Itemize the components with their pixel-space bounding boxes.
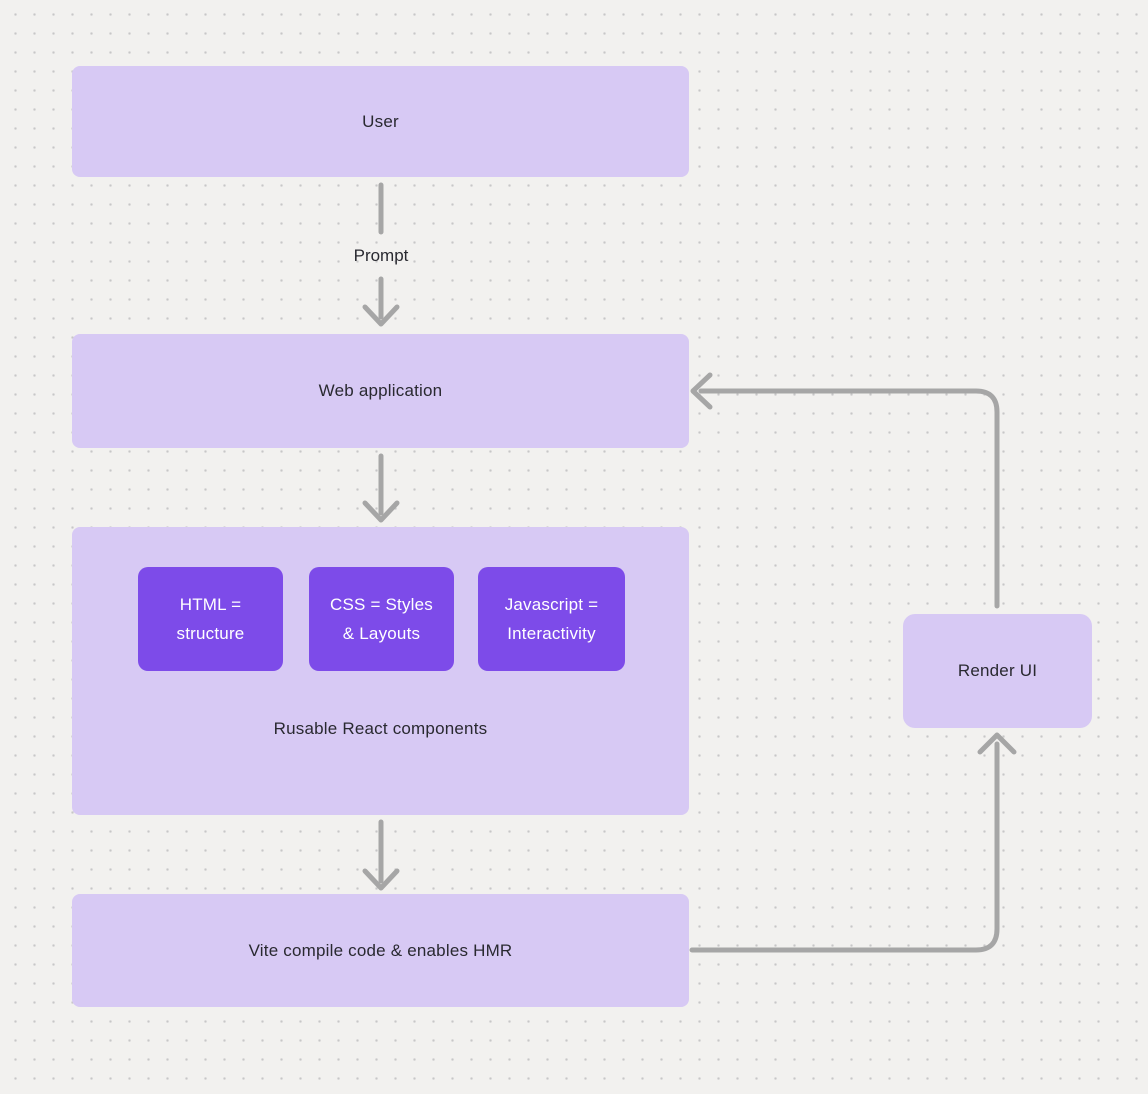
node-vite-label: Vite compile code & enables HMR (248, 940, 513, 960)
edge-user-to-webapp[interactable] (362, 182, 400, 327)
edge-renderui-to-webapp[interactable] (690, 372, 1000, 609)
node-render-ui-label: Render UI (957, 661, 1038, 680)
node-user-label: User (362, 111, 399, 131)
edge-vite-to-renderui[interactable] (689, 732, 1017, 953)
node-html-label-line2: structure (176, 624, 245, 643)
node-html[interactable]: HTML = structure (138, 567, 283, 671)
node-javascript-label-line1: Javascript = (504, 595, 599, 614)
arrowhead-up-icon (977, 732, 1017, 755)
node-css-label-line2: & Layouts (342, 624, 421, 643)
edge-components-to-vite[interactable] (362, 819, 400, 891)
node-javascript-label-line2: Interactivity (507, 624, 596, 643)
edge-segment (689, 741, 1000, 953)
arrowhead-down-icon (362, 868, 400, 891)
node-components-group[interactable]: HTML = structure CSS = Styles & Layouts … (72, 527, 689, 815)
edge-label-prompt: Prompt (353, 246, 409, 265)
arrowhead-down-icon (362, 500, 400, 523)
node-render-ui[interactable]: Render UI (903, 614, 1092, 728)
node-user[interactable]: User (72, 66, 689, 177)
node-css[interactable]: CSS = Styles & Layouts (309, 567, 454, 671)
node-web-application[interactable]: Web application (72, 334, 689, 448)
node-javascript[interactable]: Javascript = Interactivity (478, 567, 625, 671)
node-web-application-label: Web application (318, 381, 443, 400)
components-group-caption: Rusable React components (273, 719, 488, 738)
arrowhead-down-icon (362, 304, 400, 327)
edge-webapp-to-components[interactable] (362, 453, 400, 523)
node-vite[interactable]: Vite compile code & enables HMR (72, 894, 689, 1007)
edge-segment (698, 388, 1000, 609)
node-html-label-line1: HTML = (179, 595, 242, 614)
node-css-label-line1: CSS = Styles (329, 595, 434, 614)
arrowhead-left-icon (690, 372, 713, 410)
